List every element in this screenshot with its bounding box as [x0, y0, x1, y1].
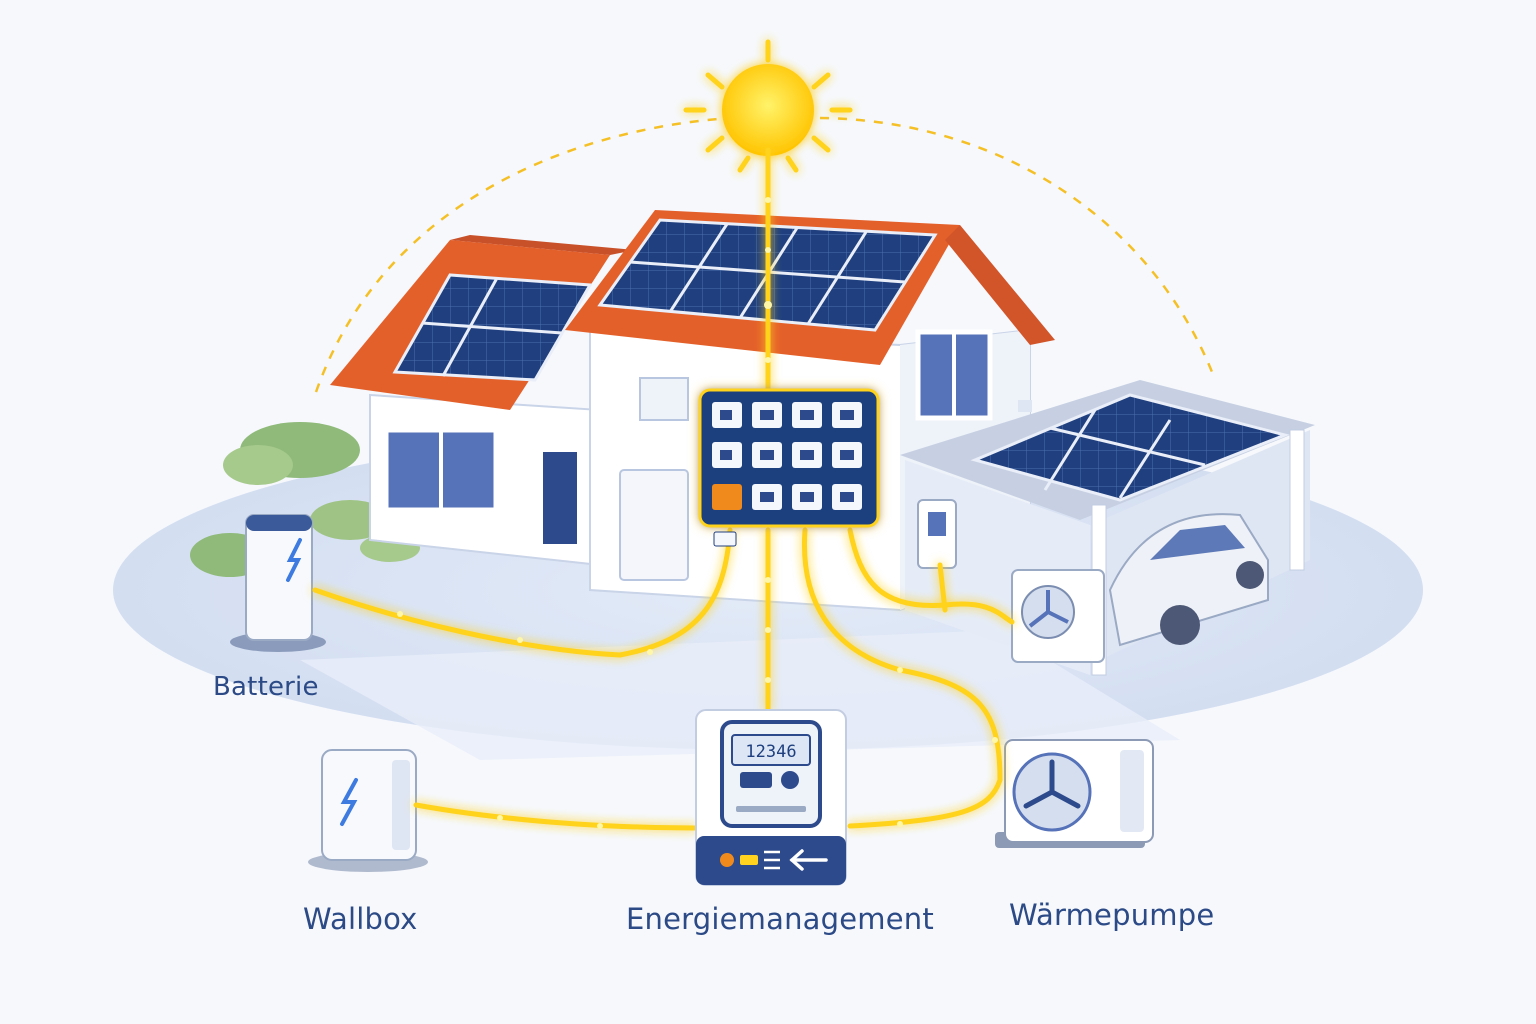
label-energy-management: Energiemanagement	[626, 902, 934, 936]
driveway	[300, 630, 1180, 760]
label-battery: Batterie	[213, 672, 319, 702]
meter-reading: 12346	[745, 742, 796, 762]
label-wallbox: Wallbox	[303, 902, 418, 936]
arrow-left-icon	[789, 849, 828, 871]
energy-flow-lines	[312, 147, 1015, 831]
heat-pump-unit	[995, 739, 1154, 848]
sun-arc-left	[314, 116, 731, 393]
wall-charger	[917, 499, 957, 569]
wallbox-unit	[308, 749, 428, 872]
sun-icon	[683, 39, 853, 173]
lightning-icon	[286, 538, 302, 582]
fan-icon	[1023, 759, 1081, 809]
solar-panels-left	[392, 273, 593, 382]
storage-cabinet	[619, 469, 689, 581]
heat-pump-small	[1011, 569, 1105, 663]
house-left-wing	[330, 235, 635, 567]
energy-meter: 12346	[695, 709, 847, 886]
car	[1108, 513, 1269, 647]
energy-flow-dots	[397, 197, 998, 829]
control-panel	[698, 388, 880, 547]
battery-unit	[230, 514, 326, 652]
sun-arc-right	[819, 116, 1214, 373]
lightning-icon	[340, 778, 358, 826]
label-heat-pump: Wärmepumpe	[1009, 898, 1215, 932]
